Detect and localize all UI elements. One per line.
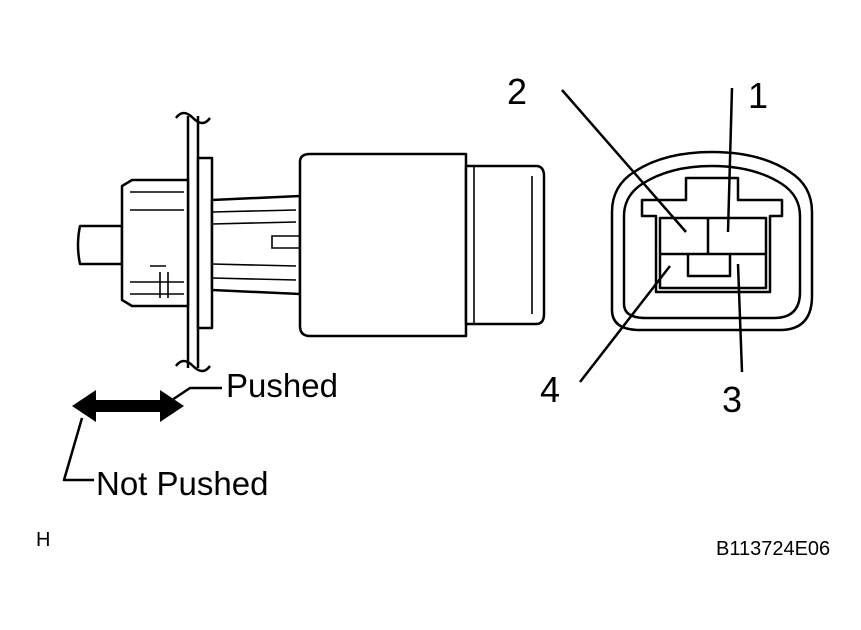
panel-break-top [174, 111, 212, 125]
rear-connector [464, 164, 546, 326]
pin-4-label: 4 [540, 369, 560, 410]
pushed-label: Pushed [226, 367, 338, 404]
rear-connector-detail [473, 166, 533, 324]
flange [196, 156, 214, 330]
front-nut [120, 178, 190, 308]
pin-1-label: 1 [748, 75, 768, 116]
connector-cavity [640, 176, 784, 294]
pin-4-leader [579, 265, 671, 383]
main-body [298, 152, 468, 338]
switch-side-view [76, 111, 546, 373]
panel-wall [186, 116, 200, 368]
front-nut-detail [130, 191, 184, 298]
double-arrow [72, 390, 184, 422]
pin-3-leader [736, 263, 744, 373]
panel-break-bottom [174, 359, 212, 373]
figure-code: B113724E06 [716, 538, 830, 560]
pin-3-label: 3 [722, 379, 742, 420]
pushed-leader [171, 386, 222, 402]
not-pushed-leader [62, 417, 94, 482]
connector-pin-grid [658, 216, 768, 290]
corner-letter: H [36, 529, 50, 551]
pin-1-leader [726, 87, 734, 233]
connector-face-view [561, 87, 814, 383]
shaft-ribs [211, 209, 301, 281]
push-direction-indicator [62, 386, 222, 482]
connector-inner-shell [622, 164, 802, 320]
pin-2-label: 2 [507, 71, 527, 112]
pin-2-leader [561, 89, 687, 233]
not-pushed-label: Not Pushed [96, 465, 268, 502]
plunger-tip [76, 224, 124, 266]
